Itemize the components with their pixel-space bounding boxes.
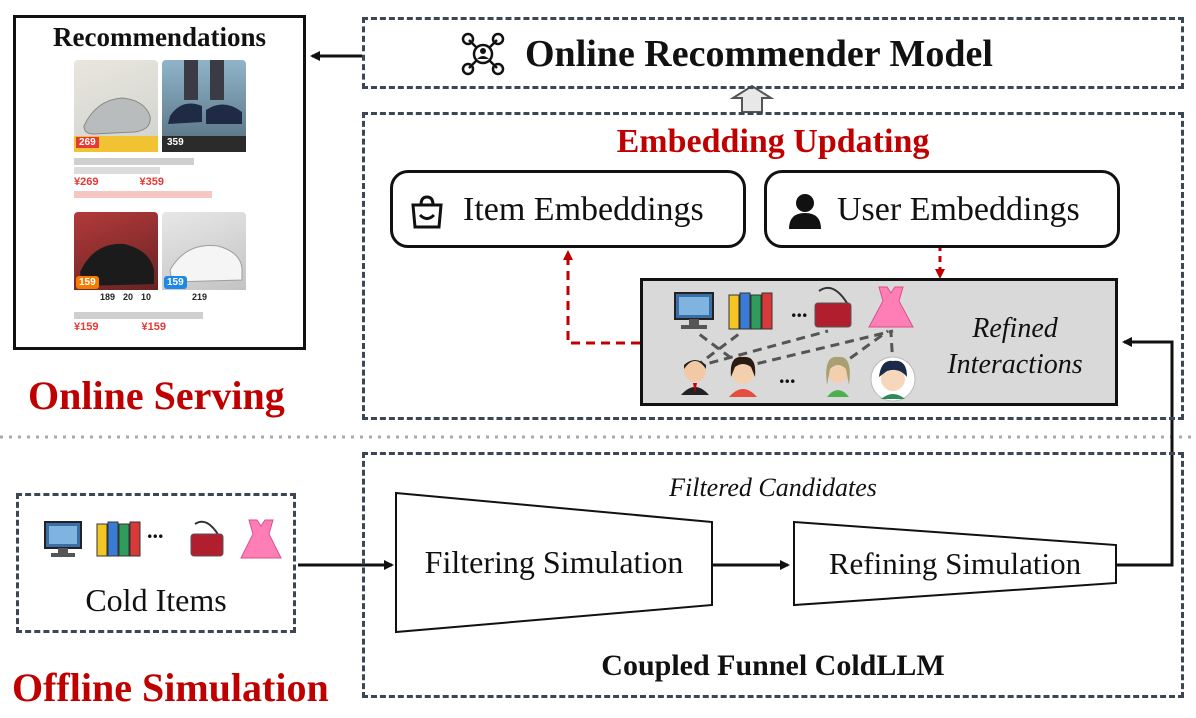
number-219: 219 (192, 292, 208, 302)
price-2: 359 (145, 176, 165, 188)
number-20: 20 (123, 292, 134, 302)
price-prefix-2: ¥ (139, 176, 146, 188)
refining-simulation-label: Refining Simulation (828, 546, 1082, 581)
product-image-1: 269 (74, 60, 158, 152)
price-1: 269 (80, 176, 99, 188)
cold-items-icons (44, 519, 282, 559)
user-avatar-1 (681, 360, 709, 395)
item-embeddings-label: Item Embeddings (463, 191, 704, 228)
computer-icon (674, 292, 714, 329)
price-4: 159 (147, 321, 167, 333)
interaction-graph (674, 286, 916, 402)
filtering-funnel (395, 491, 713, 634)
user-avatar-3 (826, 356, 850, 397)
online-model-box: Online Recommender Model (362, 17, 1184, 89)
binders-icon (96, 521, 141, 557)
items-ellipsis: ... (791, 297, 808, 322)
dress-icon (868, 286, 914, 328)
filtering-simulation-label: Filtering Simulation (424, 544, 684, 580)
user-embeddings-box: User Embeddings (764, 170, 1120, 248)
product-text-rows-top: ¥269 ¥359 (74, 156, 246, 210)
price-tag-1: 269 (76, 137, 99, 148)
refined-line-2: Interactions (947, 349, 1083, 380)
interaction-edges (694, 329, 895, 369)
price-tag-3: 159 (76, 276, 99, 289)
price-3: 159 (80, 321, 99, 333)
coupled-funnel-title: Coupled Funnel ColdLLM (601, 649, 945, 682)
offline-simulation-label: Offline Simulation (12, 665, 329, 710)
refined-interactions-box: ... ... Refined Interactions (640, 278, 1118, 406)
recommendations-panel: Recommendations 269 359 ¥269 ¥359 159 1 (13, 15, 306, 350)
user-icon (789, 194, 821, 229)
users-ellipsis: ... (779, 363, 796, 388)
handbag-icon (190, 520, 224, 557)
product-text-rows-bottom: ¥159 ¥159 (74, 310, 246, 346)
binders-icon (728, 292, 773, 330)
number-10: 10 (141, 292, 152, 302)
number-189: 189 (100, 292, 116, 302)
filtered-candidates-label: Filtered Candidates (669, 473, 877, 502)
refined-line-1: Refined (972, 313, 1058, 344)
price-prefix-1: ¥ (74, 176, 81, 188)
coupled-funnel-box: Filtered Candidates Coupled Funnel ColdL… (362, 452, 1184, 698)
price-prefix-4: ¥ (141, 321, 148, 333)
online-serving-label: Online Serving (28, 373, 285, 418)
computer-icon (44, 521, 82, 557)
user-embeddings-label: User Embeddings (837, 191, 1080, 228)
dress-icon (240, 519, 282, 559)
price-tag-4: 159 (164, 276, 187, 289)
item-update-arrow (563, 250, 640, 345)
size-numbers-3: 189 20 10 (100, 292, 151, 302)
user-avatar-2 (729, 356, 757, 397)
update-up-arrow (729, 84, 775, 113)
handbag-icon (814, 287, 852, 328)
embedding-updating-box: Embedding Updating (362, 112, 1184, 420)
product-image-3: 159 189 20 10 (74, 212, 158, 308)
recommendations-title: Recommendations (53, 22, 266, 52)
item-embeddings-box: Item Embeddings (390, 170, 746, 248)
price-tag-2: 359 (167, 137, 184, 148)
cold-items-label: Cold Items (85, 582, 227, 618)
cold-items-box: ... Cold Items (16, 493, 296, 633)
refined-interactions-label: Refined Interactions (923, 311, 1107, 383)
shopping-bag-icon (411, 195, 443, 229)
cold-items-ellipsis: ... (147, 518, 164, 543)
product-image-4: 159 219 (162, 212, 246, 308)
network-icon (461, 32, 505, 76)
user-avatar-4 (870, 356, 916, 402)
product-image-2: 359 (162, 60, 246, 152)
online-model-title: Online Recommender Model (525, 33, 993, 75)
embedding-updating-title: Embedding Updating (616, 123, 930, 160)
refining-funnel (793, 520, 1117, 607)
price-prefix-3: ¥ (74, 321, 81, 333)
